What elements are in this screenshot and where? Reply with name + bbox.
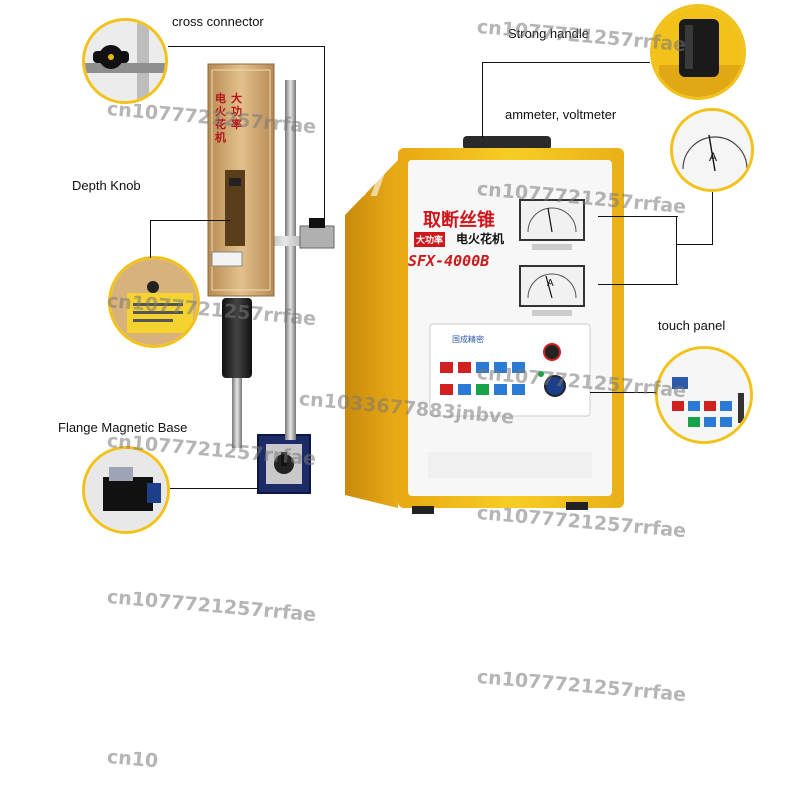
callout-cross-connector (82, 18, 168, 104)
leader-depth-knob (150, 220, 151, 258)
leader-cross-connector (168, 46, 324, 47)
cabinet-foot-right (566, 502, 588, 510)
cross-arm (240, 236, 330, 246)
label-flange-magnetic-base: Flange Magnetic Base (58, 420, 188, 435)
callout-strong-handle (650, 4, 746, 100)
model-number: SFX-4000B (408, 252, 490, 270)
cross-connector (299, 225, 335, 249)
meter-unit-label: A (547, 278, 554, 289)
depth-slot (225, 170, 245, 246)
cabinet-side (345, 160, 398, 508)
callout-depth-knob (108, 256, 200, 348)
head-vertical-text-2: 大功率 (231, 92, 242, 131)
panel-brand: 国成精密 (452, 335, 484, 344)
brand-title: 取断丝锥 (423, 210, 495, 231)
watermark: cn10 (106, 746, 160, 773)
control-buttons (440, 362, 525, 395)
vent-stripes (346, 166, 388, 196)
vertical-pole (285, 80, 296, 440)
leader-strong-handle (482, 62, 650, 63)
strong-handle (463, 136, 551, 150)
label-ammeter-voltmeter: ammeter, voltmeter (505, 107, 617, 122)
label-depth-knob: Depth Knob (72, 178, 141, 193)
chuck (222, 298, 252, 378)
svg-text:A: A (709, 150, 717, 164)
depth-knob (229, 178, 241, 186)
leader-touch-panel (590, 392, 656, 393)
machine-type-text: 电火花机 (456, 232, 505, 246)
leader-magnetic-base (170, 488, 258, 489)
head-vertical-text-1: 电火花机 (215, 92, 226, 144)
callout-touch-panel (655, 346, 753, 444)
callout-magnetic-base (82, 446, 170, 534)
leader-ammeter (712, 192, 713, 244)
callout-ammeter: A (670, 108, 754, 192)
label-cross-connector: cross connector (172, 14, 264, 29)
label-strong-handle: Strong handle (508, 26, 589, 41)
knob-bottom (544, 375, 566, 397)
cabinet-foot-left (412, 506, 434, 514)
knob-top (543, 343, 561, 361)
label-touch-panel: touch panel (658, 318, 726, 333)
power-badge: 大功率 (414, 232, 446, 247)
